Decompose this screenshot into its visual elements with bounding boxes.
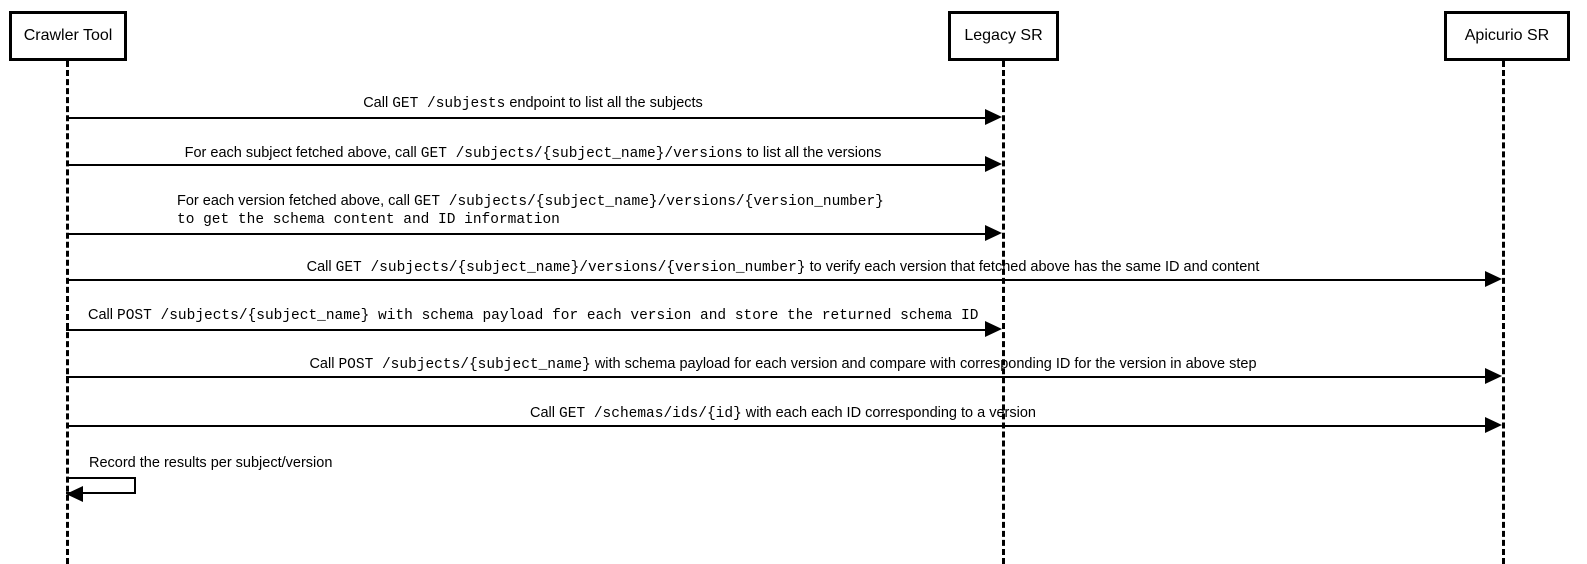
message-arrowhead-1 <box>985 109 1002 125</box>
message-label-2: For each subject fetched above, call GET… <box>185 145 882 163</box>
message-label-5: Call POST /subjects/{subject_name} with … <box>88 307 978 325</box>
message-line-1 <box>66 117 985 119</box>
message-label-4: Call GET /subjects/{subject_name}/versio… <box>307 259 1260 277</box>
message-arrowhead-7 <box>1485 417 1502 433</box>
message-label-3: For each version fetched above, call GET… <box>177 193 884 229</box>
participant-box-crawler-tool[interactable]: Crawler Tool <box>9 11 127 61</box>
message-8-line-1: Record the results per subject/version <box>89 455 333 471</box>
message-label-7: Call GET /schemas/ids/{id} with each eac… <box>530 405 1036 423</box>
message-4-line-1: Call GET /subjects/{subject_name}/versio… <box>306 259 1260 276</box>
message-label-1: Call GET /subjests endpoint to list all … <box>363 95 703 113</box>
message-6-line-1: Call POST /subjects/{subject_name} with … <box>309 356 1257 373</box>
message-arrowhead-2 <box>985 156 1002 172</box>
message-5-line-1: Call POST /subjects/{subject_name} with … <box>88 307 979 324</box>
lifeline-crawler-tool <box>66 61 69 564</box>
participant-label-crawler-tool: Crawler Tool <box>23 27 113 44</box>
lifeline-apicurio-sr <box>1502 61 1505 564</box>
message-2-line-1: For each subject fetched above, call GET… <box>184 145 882 162</box>
participant-box-legacy-sr[interactable]: Legacy SR <box>948 11 1059 61</box>
message-label-6: Call POST /subjects/{subject_name} with … <box>309 356 1256 374</box>
message-label-8: Record the results per subject/version <box>89 455 332 472</box>
message-arrowhead-8 <box>66 486 83 502</box>
message-arrowhead-6 <box>1485 368 1502 384</box>
message-line-2 <box>66 164 985 166</box>
message-7-line-1: Call GET /schemas/ids/{id} with each eac… <box>530 405 1036 422</box>
message-3-line-2: to get the schema content and ID informa… <box>177 212 560 228</box>
participant-label-apicurio-sr: Apicurio SR <box>1464 27 1550 44</box>
message-line-5 <box>66 329 985 331</box>
message-arrowhead-3 <box>985 225 1002 241</box>
message-self-loop-8 <box>66 477 136 494</box>
participant-box-apicurio-sr[interactable]: Apicurio SR <box>1444 11 1570 61</box>
message-arrowhead-4 <box>1485 271 1502 287</box>
message-line-6 <box>66 376 1485 378</box>
lifeline-legacy-sr <box>1002 61 1005 564</box>
message-arrowhead-5 <box>985 321 1002 337</box>
message-line-7 <box>66 425 1485 427</box>
message-1-line-1: Call GET /subjests endpoint to list all … <box>363 95 703 112</box>
message-3-line-1: For each version fetched above, call GET… <box>177 193 884 210</box>
message-line-3 <box>66 233 985 235</box>
message-line-4 <box>66 279 1485 281</box>
participant-label-legacy-sr: Legacy SR <box>964 27 1043 44</box>
